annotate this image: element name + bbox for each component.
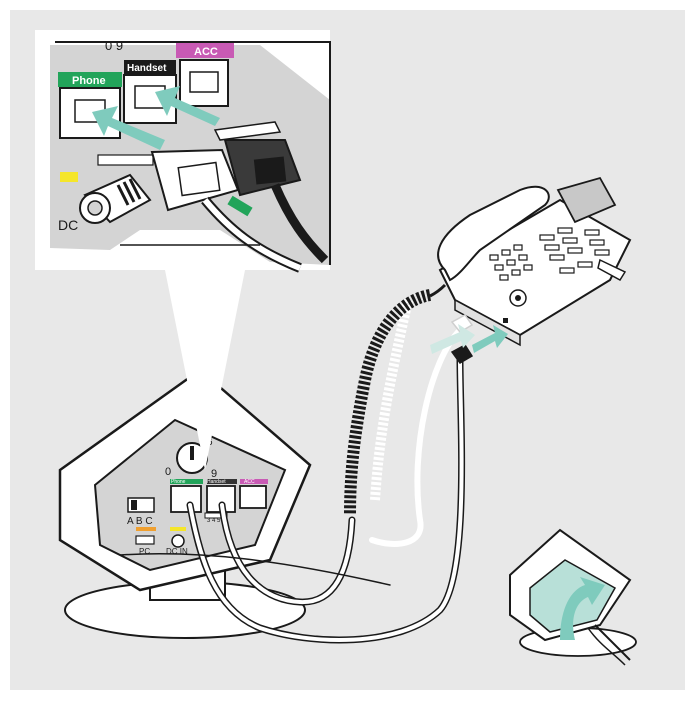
power-wire [119,553,391,586]
nav-button-center [515,295,521,301]
acc-port-label-bg [176,43,234,58]
dc-label: DC [58,217,78,233]
key[interactable] [513,244,523,251]
key[interactable] [489,254,499,261]
key[interactable] [567,247,583,254]
dial-pointer [190,446,194,460]
pc-label: PC [139,547,150,556]
small-cable [594,624,631,661]
faded-coil [370,298,413,501]
key[interactable] [549,254,565,261]
dial-nine-label: 9 [211,468,217,480]
key[interactable] [584,229,600,236]
base-acc-port[interactable] [239,485,267,509]
key[interactable] [499,274,509,281]
key[interactable] [511,269,521,276]
key[interactable] [523,264,533,271]
desk-phone [437,176,632,347]
base-phone-port[interactable] [170,485,202,513]
original-cable-faded [369,327,463,547]
zoom-callout: Phone Handset ACC 0 9 DC [35,30,331,273]
key[interactable] [501,249,511,256]
base-phone-color-bar [170,479,203,484]
key[interactable] [544,244,560,251]
dcin-label: DC IN [166,547,188,556]
zoom-dip-strip[interactable] [97,154,154,166]
zoom-black-cable [270,183,329,264]
base-phone-text: Phone [171,479,186,485]
pc-port[interactable] [135,535,155,545]
coiled-cord [344,283,447,516]
base-handset-color-bar [207,479,237,484]
plug-latch [213,121,282,141]
callout-pointer [165,270,245,470]
black-plug-front [253,156,287,185]
key[interactable] [577,261,593,268]
zoom-cable-green-band [227,195,253,217]
handset-insert-arrow-icon [155,86,220,126]
base-acc-text: ACC [244,479,255,485]
base-acc-color-bar [240,479,268,484]
pc-orange-bar [136,527,156,531]
faded-coil-cord [370,298,413,501]
key[interactable] [494,264,504,271]
dip-label: 3 4 5 6 [207,518,226,524]
zoom-device-edge [55,41,331,265]
key[interactable] [589,239,605,246]
coil-tail [429,283,447,298]
cables [119,327,466,644]
phone-handset[interactable] [437,185,550,282]
dcin-yellow-bar [170,527,186,531]
phone-insert-arrow-icon [92,106,165,150]
abc-label: A B C [127,516,153,527]
phone-port-label: Phone [72,75,106,87]
black-plug [450,344,474,364]
zoom-white-cable [202,198,302,271]
white-plug-front [177,161,221,197]
rotate-arrow-icon [560,577,605,640]
abc-switch-knob [131,500,137,510]
key[interactable] [506,259,516,266]
dcin-port[interactable] [171,534,185,548]
phone-jack [503,318,508,323]
handset-port-label-bg [124,60,176,74]
dc-plug-inner [87,200,103,216]
phone-screen [556,176,617,224]
dial-zero-label: 0 [165,466,171,478]
phone-stand [597,258,627,281]
dc-plug-ridges [116,178,142,206]
phone-plugs [430,314,508,364]
insert-arrow-icon [472,325,508,353]
acc-port-label: ACC [194,46,218,58]
small-cable-2 [587,627,626,666]
zoom-acc-port[interactable] [179,59,229,107]
key[interactable] [557,227,573,234]
base-handset-text: Handset [207,479,226,485]
zoom-acc-jack [189,71,219,93]
small-base-view [509,528,637,666]
coil-black [344,289,432,516]
faded-plug [450,314,474,333]
phone-port-label-bg [58,72,122,87]
dc-yellow-bar [60,172,78,182]
handset-cable [220,503,354,605]
key[interactable] [518,254,528,261]
dial-digits-label: 0 9 [105,38,123,53]
key[interactable] [539,234,555,241]
faded-arrow-icon [430,324,475,354]
handset-port-label: Handset [127,63,167,74]
key[interactable] [559,267,575,274]
phone-cable [188,358,464,642]
key[interactable] [594,249,610,256]
key[interactable] [562,237,578,244]
phone-keypad[interactable] [489,227,610,281]
